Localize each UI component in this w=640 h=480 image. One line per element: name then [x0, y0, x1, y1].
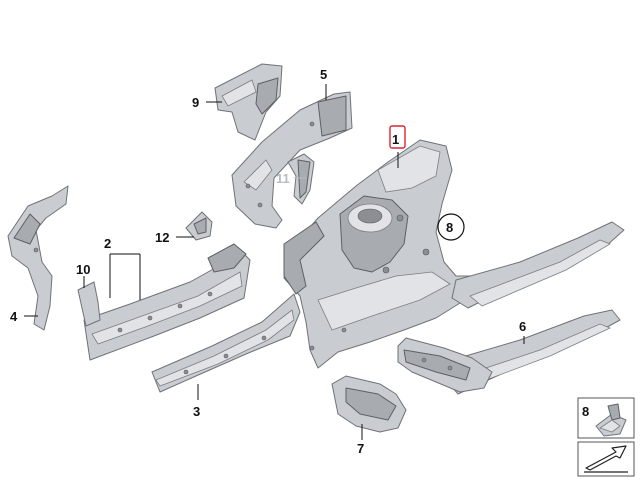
callout-4[interactable]: 4 — [10, 309, 18, 324]
callout-7[interactable]: 7 — [357, 441, 364, 456]
part-12[interactable] — [185, 211, 213, 241]
callout-5[interactable]: 5 — [320, 67, 327, 82]
callout-9[interactable]: 9 — [192, 95, 199, 110]
callout-3[interactable]: 3 — [193, 404, 200, 419]
part-7[interactable] — [331, 375, 407, 433]
legend-label-8: 8 — [582, 404, 589, 419]
callout-2[interactable]: 2 — [104, 236, 111, 251]
selected-callout-box — [389, 125, 406, 149]
part-3[interactable] — [151, 293, 301, 393]
part-11[interactable] — [287, 153, 315, 205]
arrow-icon — [584, 445, 628, 473]
callout-12[interactable]: 12 — [155, 230, 169, 245]
legend-part-8[interactable]: 8 — [577, 397, 635, 439]
part-10[interactable] — [77, 281, 101, 327]
legend-arrow[interactable] — [577, 441, 635, 477]
callout-8-circle — [437, 213, 465, 241]
part-2[interactable] — [83, 243, 251, 361]
part-5[interactable] — [231, 91, 353, 229]
part-8[interactable] — [397, 337, 493, 393]
part-9[interactable] — [214, 63, 283, 141]
callout-8[interactable]: 8 — [446, 220, 453, 235]
callout-11[interactable]: 11 — [276, 171, 290, 186]
callout-1[interactable]: 1 — [392, 132, 399, 147]
part-1[interactable] — [283, 139, 471, 369]
part-4[interactable] — [7, 185, 69, 331]
callout-6[interactable]: 6 — [519, 319, 526, 334]
callout-10[interactable]: 10 — [76, 262, 90, 277]
